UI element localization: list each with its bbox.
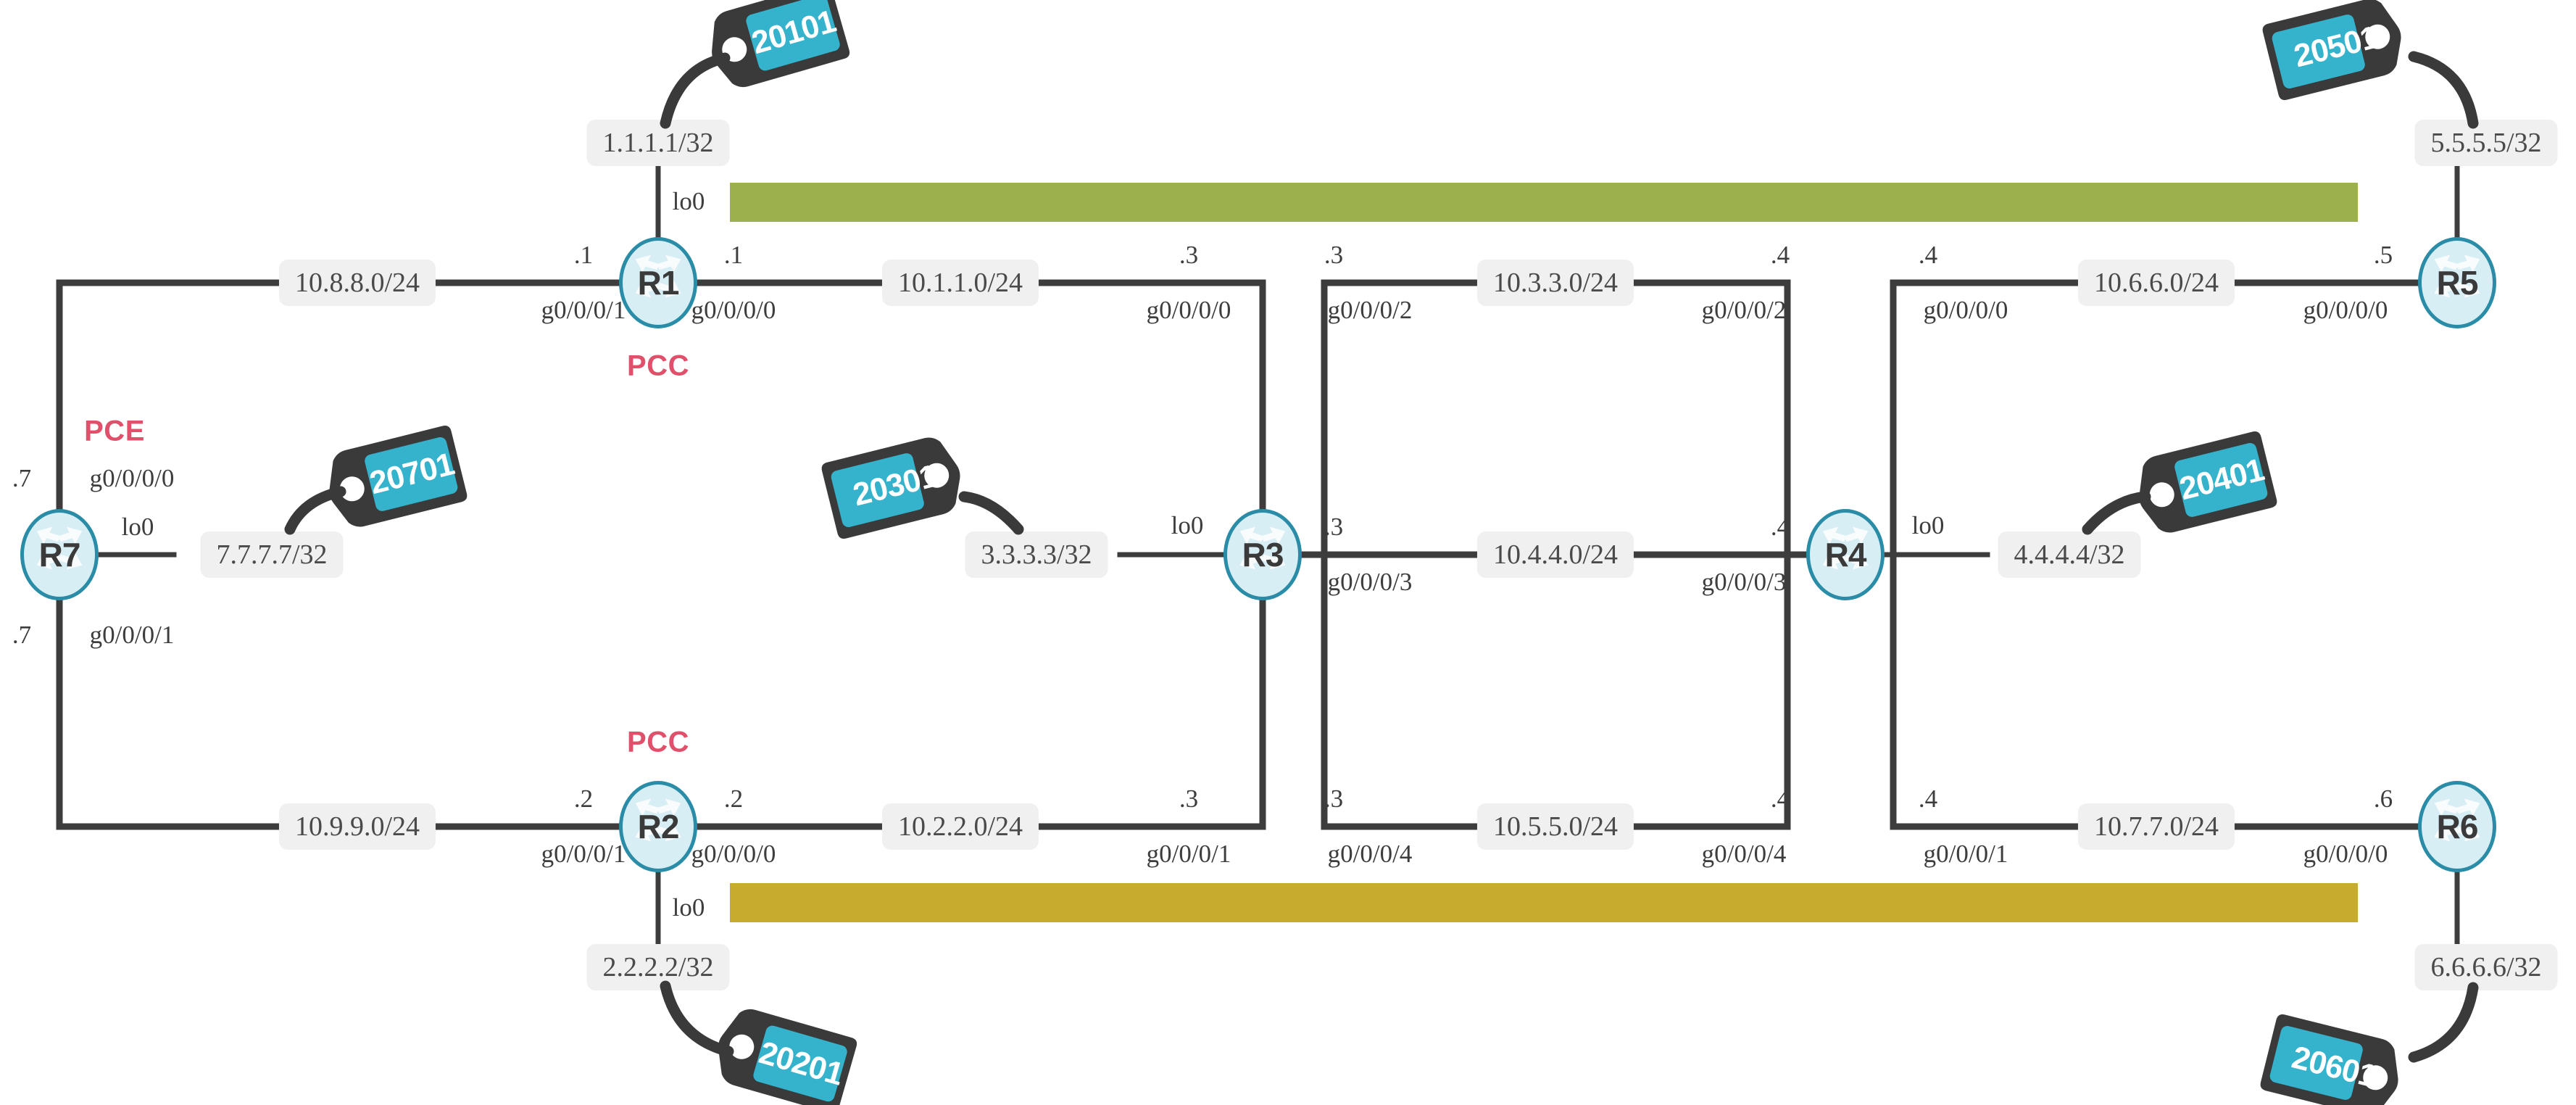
- octet-r2-g1: .2: [573, 785, 594, 813]
- router-r4[interactable]: R4: [1806, 509, 1885, 600]
- router-glyph-icon: [2422, 785, 2493, 869]
- sid-tag-20401[interactable]: 20401: [2126, 426, 2280, 543]
- router-r1[interactable]: R1: [619, 237, 697, 328]
- subnet-pill-10-9-9-0: 10.9.9.0/24: [278, 803, 436, 850]
- router-label: R5: [2436, 264, 2479, 302]
- sid-tag-20501[interactable]: 20501: [2259, 0, 2413, 106]
- loopback-pill-r2: 2.2.2.2/32: [586, 944, 730, 990]
- role-label-r2: PCC: [627, 726, 689, 758]
- sid-tag-20101[interactable]: 20101: [697, 0, 854, 99]
- octet-r1-g1: .1: [573, 241, 594, 269]
- loopback-pill-r7: 7.7.7.7/32: [200, 531, 344, 578]
- octet-r2-g0: .2: [723, 785, 744, 813]
- role-label-r7: PCE: [84, 415, 145, 447]
- if-r2-g0: g0/0/0/0: [691, 840, 776, 868]
- subnet-pill-10-2-2-0: 10.2.2.0/24: [881, 803, 1039, 850]
- string-r5: [2408, 51, 2479, 129]
- if-r7-top: g0/0/0/0: [89, 464, 175, 492]
- octet-r7-bot: .7: [12, 621, 32, 649]
- subnet-pill-10-5-5-0: 10.5.5.0/24: [1476, 803, 1634, 850]
- if-r4-g4: g0/0/0/4: [1701, 840, 1787, 868]
- sid-tag-20701[interactable]: 20701: [316, 420, 470, 537]
- if-r4-g1: g0/0/0/1: [1923, 840, 2008, 868]
- if-r5-g0: g0/0/0/0: [2303, 296, 2388, 324]
- octet-r3-g2: .3: [1324, 241, 1344, 269]
- loopback-pill-r4: 4.4.4.4/32: [1998, 531, 2141, 578]
- octet-r4-g4: .4: [1770, 785, 1790, 813]
- if-r1-g1: g0/0/0/1: [541, 296, 626, 324]
- string-r3: [958, 491, 1024, 535]
- router-label: R2: [637, 808, 680, 845]
- octet-r4-g1: .4: [1918, 785, 1938, 813]
- router-glyph-icon: [24, 513, 95, 597]
- octet-r5-g0: .5: [2373, 241, 2393, 269]
- octet-r1-g0: .1: [723, 241, 744, 269]
- router-glyph-icon: [1810, 513, 1881, 597]
- router-r5[interactable]: R5: [2418, 237, 2496, 328]
- octet-r7-top: .7: [12, 464, 32, 492]
- tag-shape-icon: [2260, 1014, 2398, 1105]
- tag-shape-icon: [821, 437, 960, 539]
- subnet-pill-10-4-4-0: 10.4.4.0/24: [1476, 531, 1634, 578]
- octet-r3-g1: .3: [1179, 785, 1199, 813]
- if-r6-g0: g0/0/0/0: [2303, 840, 2388, 868]
- tag-shape-icon: [2139, 431, 2277, 533]
- router-r7[interactable]: R7: [20, 509, 99, 600]
- subnet-pill-10-3-3-0: 10.3.3.0/24: [1476, 260, 1634, 306]
- octet-r4-g2: .4: [1770, 241, 1790, 269]
- router-r6[interactable]: R6: [2418, 781, 2496, 872]
- octet-r3-g3: .3: [1324, 513, 1344, 541]
- if-r3-g4: g0/0/0/4: [1327, 840, 1413, 868]
- tag-shape-icon: [712, 0, 850, 88]
- highlight-bar-green: [730, 183, 2358, 222]
- tag-shape-icon: [2262, 0, 2401, 100]
- octet-r4-g0: .4: [1918, 241, 1938, 269]
- router-glyph-icon: [2422, 241, 2493, 325]
- if-r4-g2: g0/0/0/2: [1701, 296, 1787, 324]
- router-label: R3: [1242, 536, 1284, 574]
- string-r6: [2408, 982, 2479, 1063]
- loopback-pill-r1: 1.1.1.1/32: [586, 120, 730, 166]
- loopback-pill-r5: 5.5.5.5/32: [2414, 120, 2558, 166]
- highlight-bar-gold: [730, 883, 2358, 922]
- octet-r4-g3: .4: [1770, 513, 1790, 541]
- lo-label-r1: lo0: [672, 187, 705, 215]
- loopback-pill-r6: 6.6.6.6/32: [2414, 944, 2558, 990]
- lo-label-r7: lo0: [121, 513, 154, 541]
- if-r2-g1: g0/0/0/1: [541, 840, 626, 868]
- octet-r3-g4: .3: [1324, 785, 1344, 813]
- if-r3-g1: g0/0/0/1: [1146, 840, 1231, 868]
- subnet-pill-10-8-8-0: 10.8.8.0/24: [278, 260, 436, 306]
- subnet-pill-10-6-6-0: 10.6.6.0/24: [2077, 260, 2235, 306]
- if-r3-g3: g0/0/0/3: [1327, 568, 1413, 596]
- router-label: R7: [38, 536, 81, 574]
- if-r4-g0: g0/0/0/0: [1923, 296, 2008, 324]
- router-r2[interactable]: R2: [619, 781, 697, 872]
- if-r3-g2: g0/0/0/2: [1327, 296, 1413, 324]
- lo-label-r3: lo0: [1171, 511, 1204, 539]
- lo-label-r2: lo0: [672, 893, 705, 922]
- subnet-pill-10-7-7-0: 10.7.7.0/24: [2077, 803, 2235, 850]
- role-label-r1: PCC: [627, 349, 689, 382]
- tag-shape-icon: [718, 1009, 857, 1105]
- if-r3-g0: g0/0/0/0: [1146, 296, 1231, 324]
- if-r7-bot: g0/0/0/1: [89, 621, 175, 649]
- router-r3[interactable]: R3: [1223, 509, 1302, 600]
- octet-r6-g0: .6: [2373, 785, 2393, 813]
- sid-tag-20201[interactable]: 20201: [705, 998, 861, 1105]
- loopback-pill-r3: 3.3.3.3/32: [965, 531, 1108, 578]
- router-label: R1: [637, 264, 680, 302]
- octet-r3-g0: .3: [1179, 241, 1199, 269]
- router-glyph-icon: [1227, 513, 1298, 597]
- lo-label-r4: lo0: [1911, 511, 1945, 539]
- if-r4-g3: g0/0/0/3: [1701, 568, 1787, 596]
- router-label: R4: [1824, 536, 1867, 574]
- tag-shape-icon: [329, 426, 468, 527]
- sid-tag-20301[interactable]: 20301: [818, 427, 972, 545]
- router-label: R6: [2436, 808, 2479, 845]
- subnet-pill-10-1-1-0: 10.1.1.0/24: [881, 260, 1039, 306]
- if-r1-g0: g0/0/0/0: [691, 296, 776, 324]
- sid-tag-20601[interactable]: 20601: [2256, 1009, 2411, 1105]
